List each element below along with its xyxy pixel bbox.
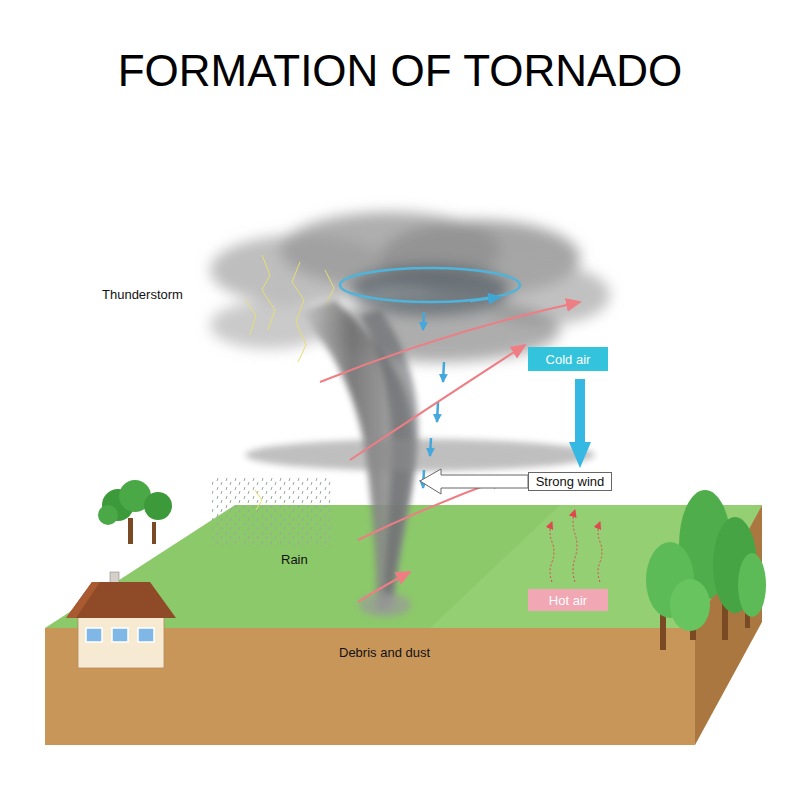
part-label: Thunderstorm [102,287,183,302]
thunderstorm-cloud [210,212,610,362]
lightning [245,255,336,510]
house [66,572,176,668]
hot-air-box: Hot air [528,589,608,611]
strong-wind-arrow [420,469,528,494]
rain-drops [212,478,332,546]
right-trees [646,490,766,650]
hot-air-arrows [550,510,602,582]
cold-air-arrow [575,379,585,442]
rotation-arrow [470,297,500,301]
part-label: Debris and dust [339,645,430,660]
diagram-title: FORMATION OF TORNADO [0,46,800,96]
part-label: Rain [281,552,308,567]
node-text: Strong wind [536,474,605,489]
node-text: Cold air [546,352,591,367]
cold-air-box: Cold air [528,347,608,371]
left-trees [98,480,172,544]
node-text: Hot air [549,593,587,608]
strong-wind-box: Strong wind [528,472,612,491]
rotation-ring [340,268,520,302]
cloud-band [245,439,595,471]
